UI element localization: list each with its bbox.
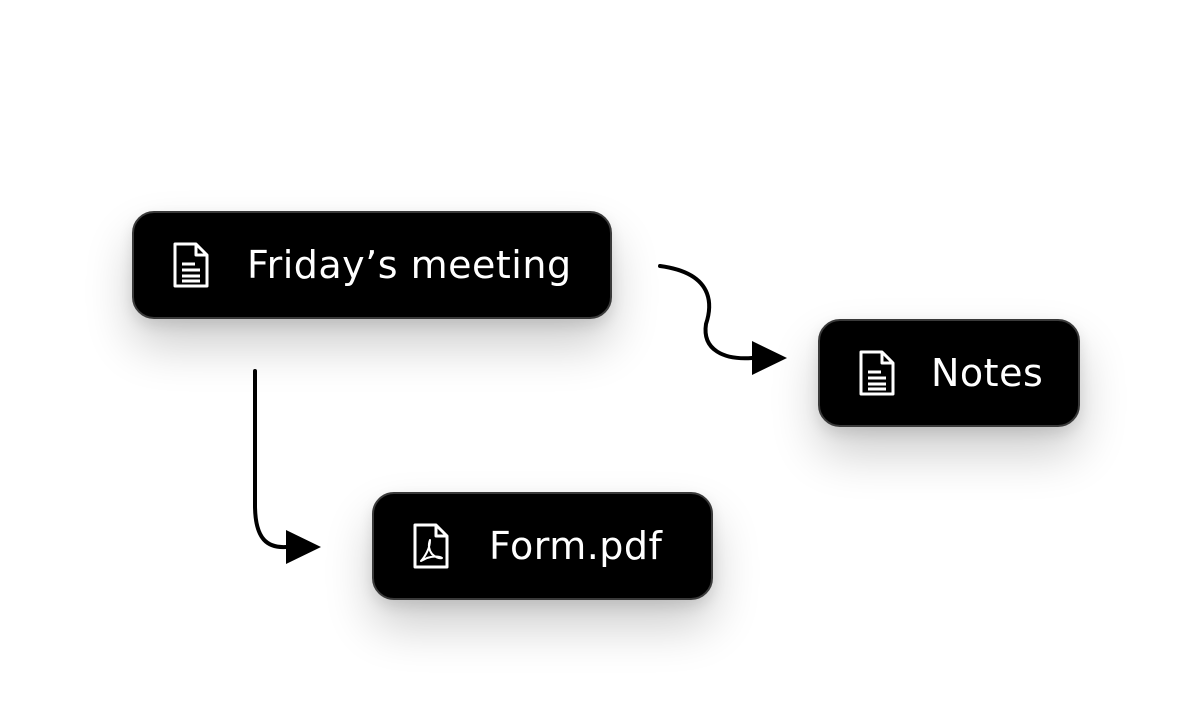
connector-friday-to-notes (658, 264, 754, 361)
node-label: Form.pdf (489, 524, 663, 568)
pdf-file-icon (411, 523, 451, 569)
connector-friday-to-form (253, 369, 288, 550)
document-icon (857, 350, 897, 396)
arrowhead-form (286, 530, 321, 564)
node-notes[interactable]: Notes (818, 319, 1080, 427)
node-label: Friday’s meeting (247, 243, 572, 287)
node-label: Notes (931, 351, 1044, 395)
document-icon (171, 242, 211, 288)
node-form-pdf[interactable]: Form.pdf (372, 492, 713, 600)
node-fridays-meeting[interactable]: Friday’s meeting (132, 211, 612, 319)
arrowhead-notes (752, 341, 787, 375)
